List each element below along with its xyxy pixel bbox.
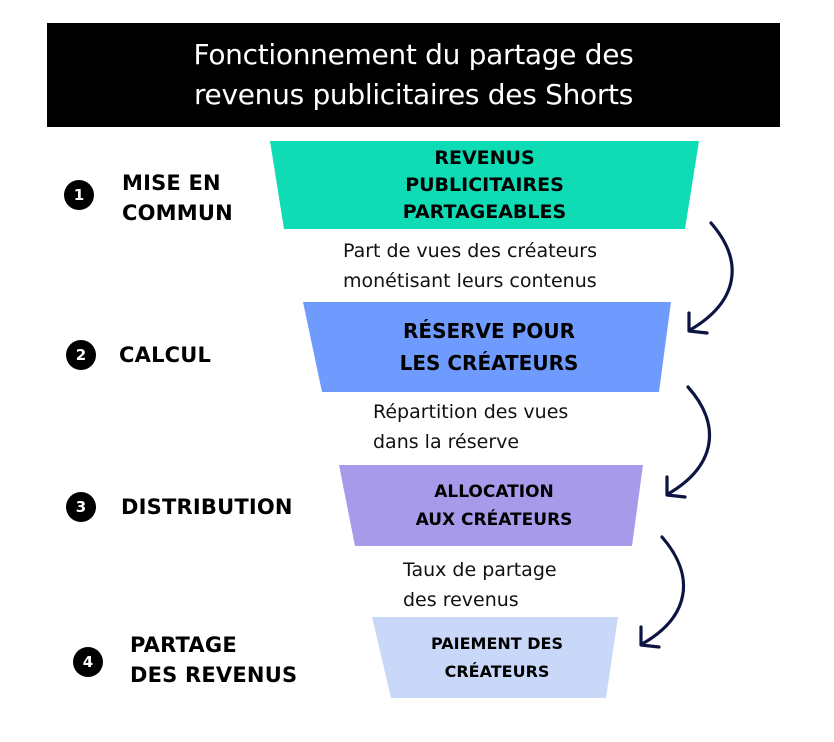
transition-1-line-2: monétisant leurs contenus: [343, 270, 597, 292]
funnel-stage-2-line-1: RÉSERVE POUR: [403, 319, 575, 343]
funnel-stage-3-shape: [339, 465, 643, 546]
step-1-number: 1: [73, 186, 85, 204]
transition-2-line-1: Répartition des vues: [373, 401, 569, 423]
step-2-label: CALCUL: [119, 340, 211, 370]
funnel-stage-4-line-1: PAIEMENT DES: [431, 633, 563, 653]
transition-text-1: Part de vues des créateurs monétisant le…: [343, 236, 597, 296]
step-4-number: 4: [82, 653, 94, 671]
arrow-icon-1: [687, 221, 734, 335]
step-3-number-badge: 3: [66, 492, 96, 522]
step-1-label-line-1: MISE EN: [122, 171, 221, 195]
step-3-label: DISTRIBUTION: [121, 492, 293, 522]
funnel-stage-1-line-3: PARTAGEABLES: [402, 200, 567, 223]
funnel-stage-2-shape: [303, 302, 671, 392]
step-4-label: PARTAGE DES REVENUS: [130, 630, 297, 690]
transition-2-line-2: dans la réserve: [373, 431, 520, 453]
funnel-stage-4-shape: [372, 617, 618, 698]
step-1-label: MISE EN COMMUN: [122, 168, 233, 228]
funnel-stage-3-line-2: AUX CRÉATEURS: [415, 509, 573, 530]
step-2-number: 2: [75, 346, 87, 364]
funnel-stage-4: PAIEMENT DES CRÉATEURS: [388, 617, 606, 698]
funnel-stage-4-line-2: CRÉATEURS: [444, 661, 550, 681]
step-4-number-badge: 4: [73, 647, 103, 677]
transition-3-line-2: des revenus: [403, 589, 519, 611]
arrow-icon-2: [665, 385, 711, 499]
funnel-stage-2-line-2: LES CRÉATEURS: [399, 351, 579, 375]
title-line-1: Fonctionnement du partage des: [193, 38, 634, 71]
funnel-stage-1-shape: [270, 141, 699, 229]
title-banner: Fonctionnement du partage des revenus pu…: [47, 23, 780, 127]
step-1-number-badge: 1: [64, 180, 94, 210]
title-line-2: revenus publicitaires des Shorts: [193, 78, 634, 111]
transition-3-line-1: Taux de partage: [403, 559, 557, 581]
step-2-label-line-1: CALCUL: [119, 343, 212, 367]
funnel-stage-1: REVENUS PUBLICITAIRES PARTAGEABLES: [284, 141, 685, 229]
step-4-label-line-2: DES REVENUS: [130, 663, 298, 687]
funnel-stage-3-line-1: ALLOCATION: [434, 481, 554, 502]
step-4-label-line-1: PARTAGE: [130, 633, 237, 657]
transition-1-line-1: Part de vues des créateurs: [343, 240, 598, 262]
step-3-number: 3: [75, 498, 87, 516]
funnel-stage-3: ALLOCATION AUX CRÉATEURS: [355, 465, 633, 546]
arrow-icon-3: [639, 535, 685, 649]
step-2-number-badge: 2: [66, 340, 96, 370]
funnel-stage-1-line-1: REVENUS: [434, 146, 535, 169]
step-3-label-line-1: DISTRIBUTION: [121, 495, 293, 519]
funnel-stage-1-line-2: PUBLICITAIRES: [405, 173, 564, 196]
transition-text-2: Répartition des vues dans la réserve: [373, 397, 568, 457]
funnel-stage-2: RÉSERVE POUR LES CRÉATEURS: [320, 302, 658, 392]
step-1-label-line-2: COMMUN: [122, 201, 233, 225]
transition-text-3: Taux de partage des revenus: [403, 555, 557, 615]
